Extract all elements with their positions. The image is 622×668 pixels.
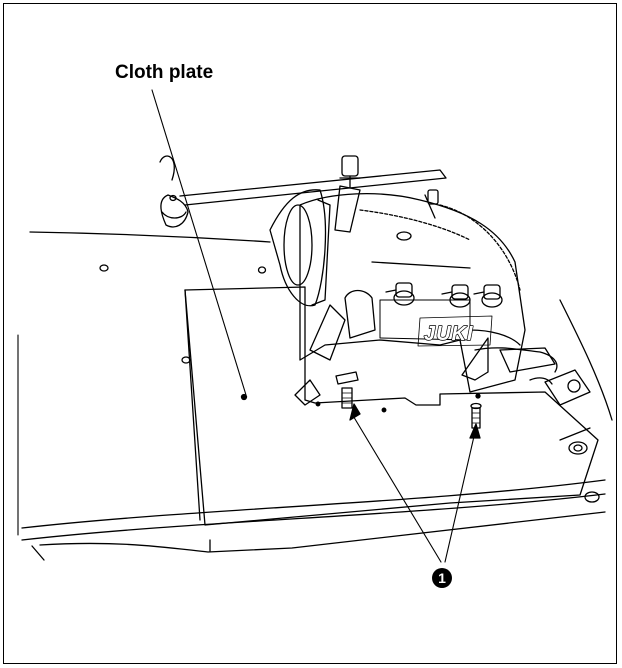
screw-callout-badge: 1: [432, 568, 452, 588]
brand-logo: JUKI: [424, 323, 474, 345]
sewing-machine-head: [269, 155, 558, 406]
cloth-plate-label: Cloth plate: [115, 62, 214, 83]
screw-leader-lines: [349, 403, 481, 563]
top-bar: [159, 155, 447, 228]
screw-number-label: 1: [438, 570, 446, 586]
right-side-parts: [529, 369, 600, 503]
brand-plate: JUKI: [417, 315, 493, 347]
figure-frame: [3, 3, 617, 664]
cloth-plate-leader-line: [151, 89, 247, 396]
screw-left: [335, 371, 359, 409]
cloth-plate: [184, 286, 599, 526]
tension-knobs: [385, 282, 503, 308]
table-top: [17, 194, 613, 561]
screw-right: [470, 402, 482, 429]
